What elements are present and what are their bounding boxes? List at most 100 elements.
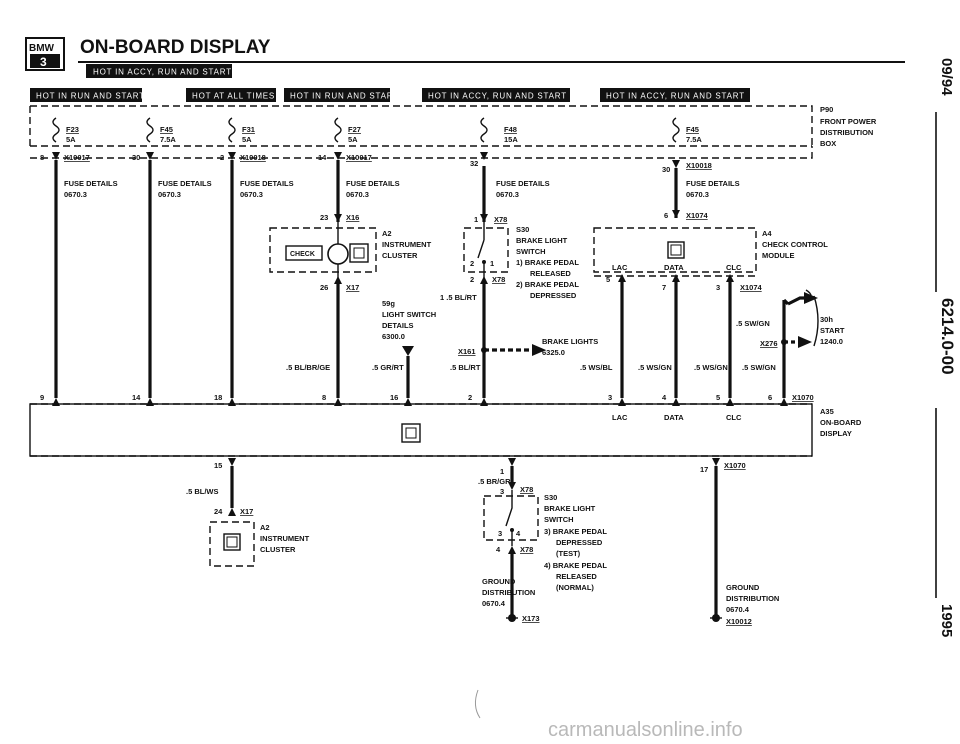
connector-label: X10017 <box>64 153 90 162</box>
ground-icon <box>506 614 518 622</box>
connector-label: X10018 <box>240 153 266 162</box>
fuse-details: FUSE DETAILS <box>64 179 118 188</box>
display-icon <box>401 423 421 443</box>
connector-label: X1070 <box>792 393 814 402</box>
wire-label: .5 GR/RT <box>372 363 404 372</box>
wire-label: .5 WS/GN <box>694 363 728 372</box>
pin-label: 14 <box>132 393 141 402</box>
wire-label: .5 BL/BR/GE <box>286 363 330 372</box>
connector-label: X16 <box>346 213 359 222</box>
fuse-rating: 7.5A <box>686 135 702 144</box>
pin-label: 15 <box>214 461 222 470</box>
fuse-id: F45 <box>686 125 699 134</box>
start-branch: .5 SW/GN X276 30h START 1240.0 <box>736 289 845 348</box>
p90-label-2: DISTRIBUTION <box>820 128 873 137</box>
pin-label: 17 <box>700 465 708 474</box>
ref-label: DETAILS <box>382 321 414 330</box>
banner-0: HOT IN RUN AND START <box>36 92 145 101</box>
connector-label: X161 <box>458 347 476 356</box>
ref-label: 6325.0 <box>542 348 565 357</box>
pin-label: 18 <box>214 393 222 402</box>
pin-label: 30 <box>132 153 140 162</box>
top-connectors: 8 X10017 30 2 X10018 14 X10017 32 30 X10… <box>40 152 712 174</box>
connector-label: X1074 <box>686 211 709 220</box>
connector-label: X78 <box>520 485 533 494</box>
switch-note: RELEASED <box>556 572 597 581</box>
ground-label: GROUND <box>482 577 516 586</box>
module-label: DISPLAY <box>820 429 852 438</box>
connector-label: X17 <box>240 507 253 516</box>
sub-banner <box>86 64 232 78</box>
fuse-id: F23 <box>66 125 79 134</box>
side-date: 09/94 <box>938 58 955 96</box>
banner-1: HOT AT ALL TIMES <box>192 92 275 101</box>
module-label: SWITCH <box>544 515 574 524</box>
wire-label: .5 SW/GN <box>736 319 770 328</box>
pin-label: 14 <box>318 153 327 162</box>
signal-label: CLC <box>726 263 742 272</box>
switch-note: 1) BRAKE PEDAL <box>516 258 579 267</box>
display-icon <box>349 243 369 263</box>
connector-label: X1070 <box>724 461 746 470</box>
module-id: S30 <box>544 493 557 502</box>
pin-label: 9 <box>40 393 44 402</box>
signal-label: DATA <box>664 263 684 272</box>
connector-label: X78 <box>520 545 533 554</box>
fuses: F23 5A F45 7.5A F31 5A F27 5A F48 15A F4… <box>52 117 702 144</box>
wire-label: .5 BL/WS <box>186 487 219 496</box>
logo-bottom-text: 3 <box>40 55 47 69</box>
signal-label: LAC <box>612 263 628 272</box>
pin-label: 3 <box>716 283 720 292</box>
p90-label-1: FRONT POWER <box>820 117 877 126</box>
ground-label: DISTRIBUTION <box>726 594 779 603</box>
signal-label: DATA <box>664 413 684 422</box>
pin-label: 2 <box>220 153 224 162</box>
fuse-rating: 5A <box>242 135 252 144</box>
side-text: 09/94 6214.0-00 1995 <box>935 58 957 637</box>
module-id: A2 <box>260 523 270 532</box>
sub-banner-text: HOT IN ACCY, RUN AND START <box>93 68 232 77</box>
ground-label: DISTRIBUTION <box>482 588 535 597</box>
pin-label: 7 <box>662 283 666 292</box>
switch-note: RELEASED <box>530 269 571 278</box>
ref-label: 1240.0 <box>820 337 843 346</box>
wire-label: .5 BR/GR <box>478 477 511 486</box>
a4-check-control-module: 6 X1074 A4 CHECK CONTROL MODULE LAC DATA… <box>593 210 828 292</box>
switch-note: DEPRESSED <box>556 538 603 547</box>
connector-label: X78 <box>494 215 507 224</box>
power-banners: HOT IN RUN AND START HOT AT ALL TIMES HO… <box>30 88 750 102</box>
pin-label: 4 <box>496 545 501 554</box>
switch-note: 4) BRAKE PEDAL <box>544 561 607 570</box>
fuse-details: FUSE DETAILS <box>346 179 400 188</box>
module-label: CLUSTER <box>260 545 296 554</box>
side-year: 1995 <box>938 604 955 637</box>
module-label: CHECK CONTROL <box>762 240 828 249</box>
ref-id: 59g <box>382 299 395 308</box>
fuse-id: F45 <box>160 125 173 134</box>
ground-label: GROUND <box>726 583 760 592</box>
fuse-details: FUSE DETAILS <box>496 179 550 188</box>
module-label: BRAKE LIGHT <box>516 236 568 245</box>
signal-label: CLC <box>726 413 742 422</box>
module-label: MODULE <box>762 251 795 260</box>
switch-note: 3) BRAKE PEDAL <box>544 527 607 536</box>
pin-label: 16 <box>390 393 398 402</box>
module-id: A4 <box>762 229 772 238</box>
pin-label: 1 <box>490 259 494 268</box>
pin-label: 4 <box>516 529 521 538</box>
pin-label: 6 <box>664 211 668 220</box>
connector-label: X1074 <box>740 283 763 292</box>
bmw-3-logo: BMW 3 <box>25 37 65 71</box>
ref-label: LIGHT SWITCH <box>382 310 436 319</box>
module-label: ON-BOARD <box>820 418 862 427</box>
brake-lights-branch: 1 .5 BL/RT X161 BRAKE LIGHTS 6325.0 <box>440 293 598 357</box>
pin-label: 5 <box>606 275 610 284</box>
fuse-details-ref: 0670.3 <box>64 190 87 199</box>
fuse-rating: 7.5A <box>160 135 176 144</box>
switch-note: (TEST) <box>556 549 581 558</box>
p90-label-3: BOX <box>820 139 836 148</box>
banner-2: HOT IN RUN AND START <box>290 92 399 101</box>
banner-4: HOT IN ACCY, RUN AND START <box>606 92 745 101</box>
bottom-circuits: 15 .5 BL/WS 24 X17 A2 INSTRUMENT CLUSTER… <box>186 458 779 626</box>
fuse-details-ref: 0670.3 <box>158 190 181 199</box>
